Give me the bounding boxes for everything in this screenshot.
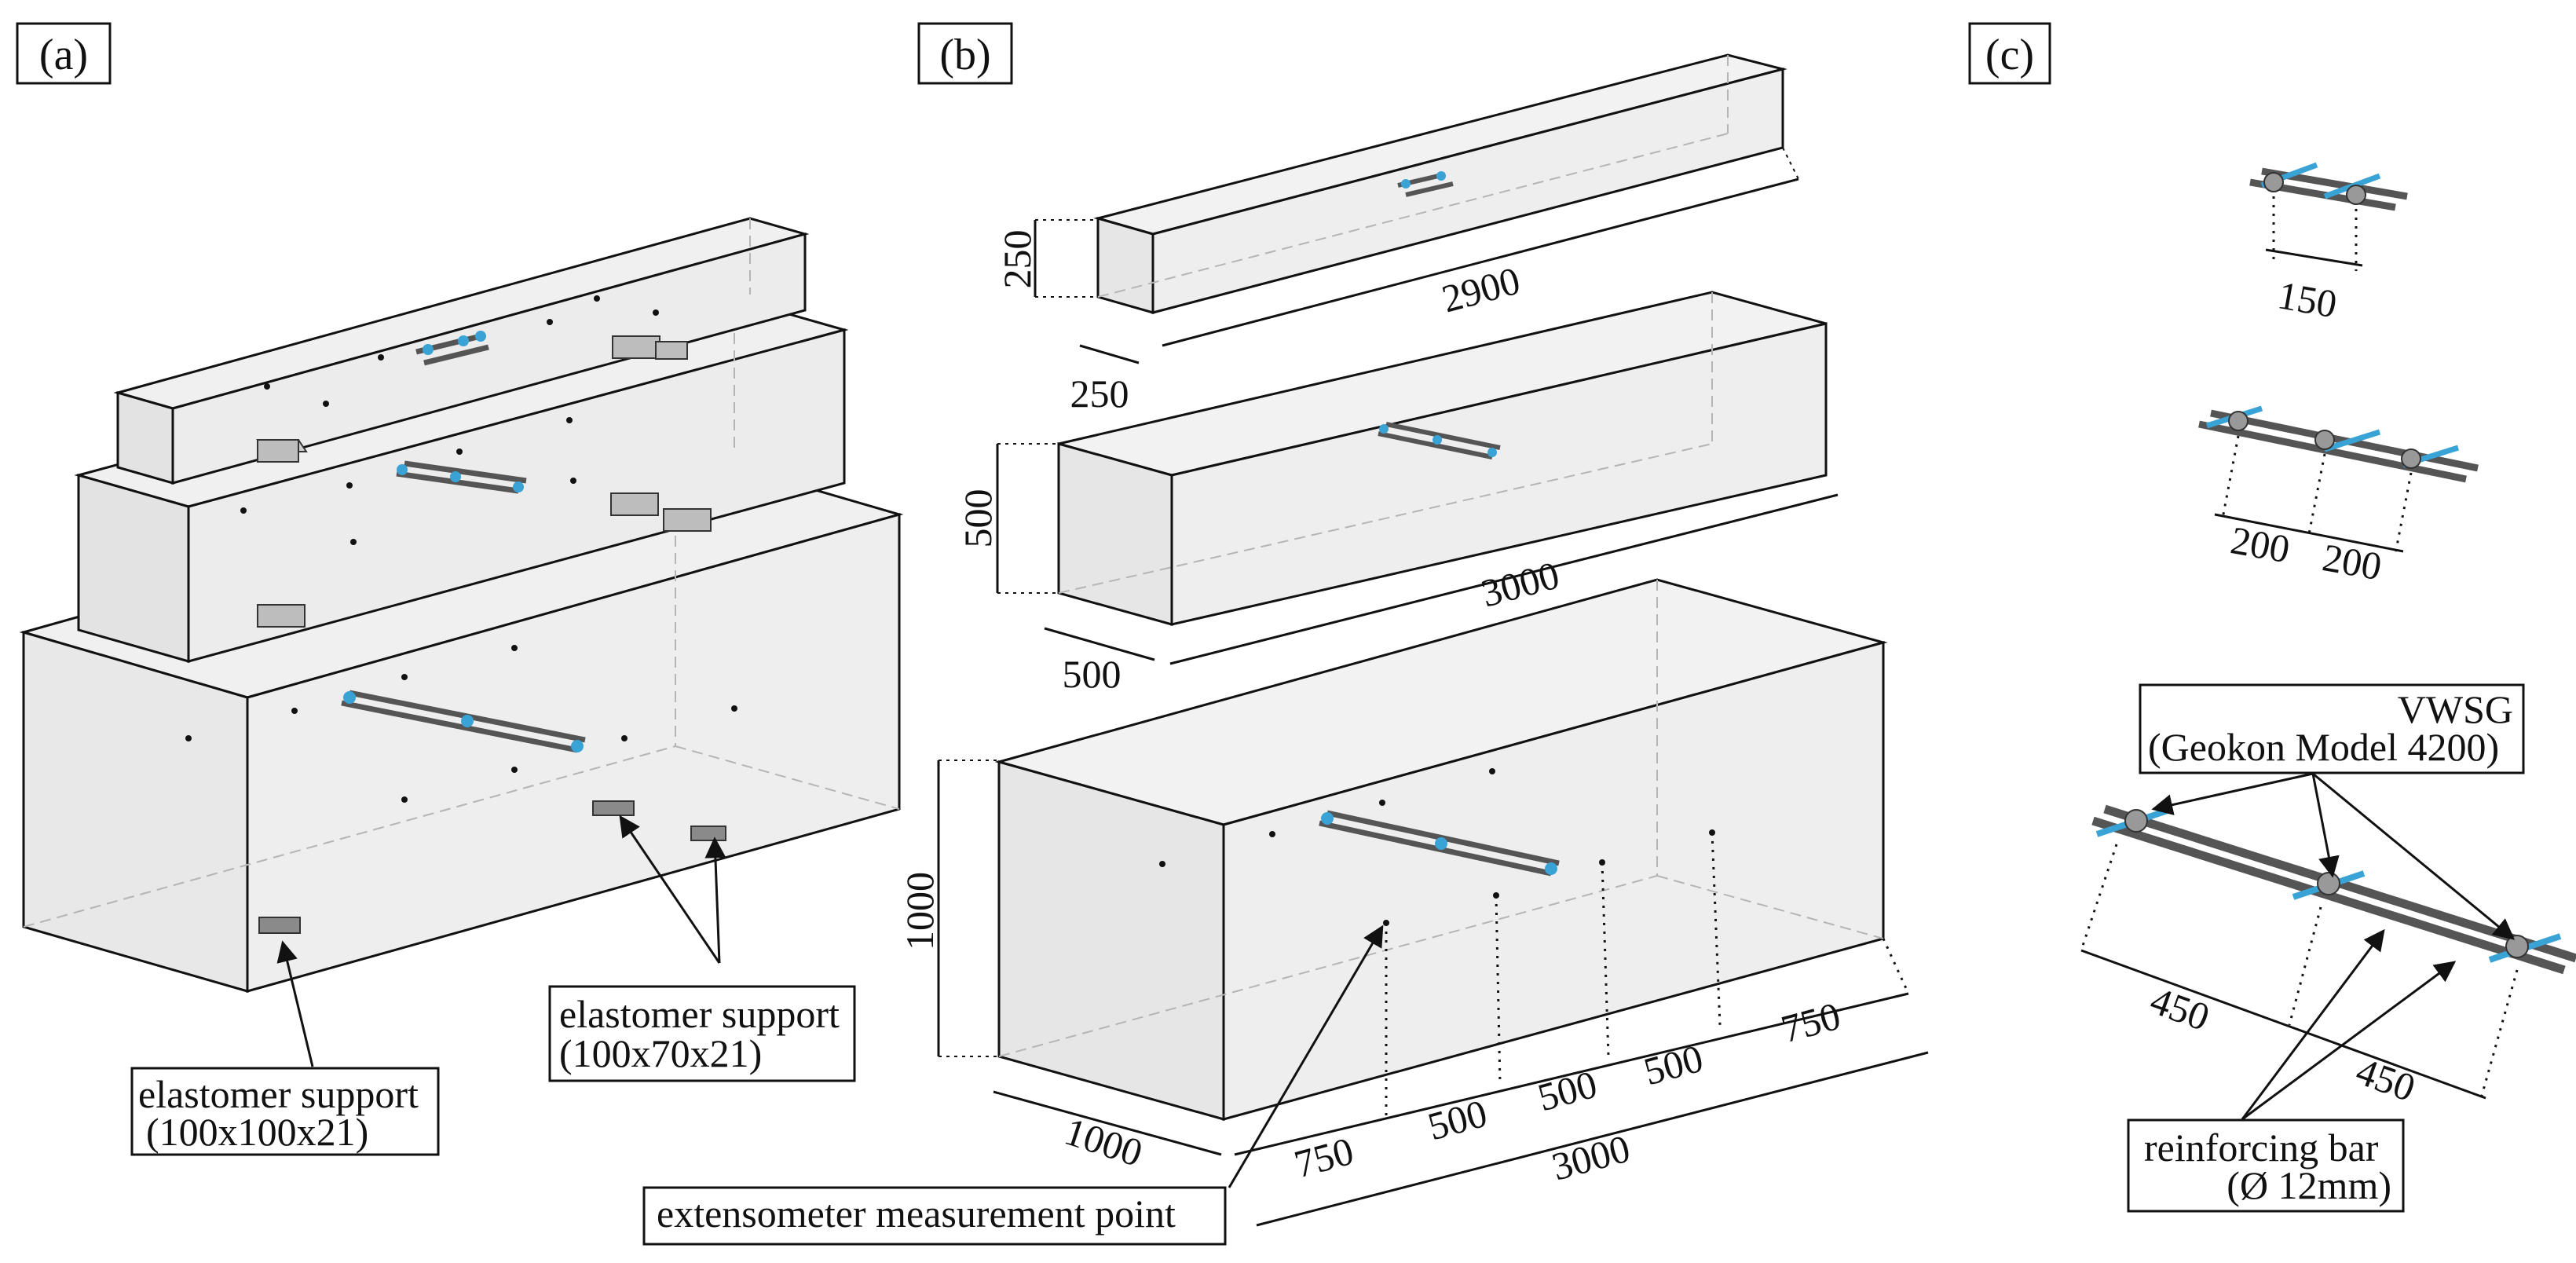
- panel-b-medium-beam: [1057, 291, 1828, 626]
- dim-large-length: 3000: [1547, 1126, 1634, 1189]
- panel-a-gauge-large: [341, 690, 586, 753]
- dim-c-200-b: 200: [2319, 535, 2385, 588]
- dim-large-segment-5: 750: [1776, 994, 1845, 1052]
- dim-large-width: 1000: [1059, 1109, 1147, 1175]
- panel-a-gauge-small: [415, 331, 489, 366]
- panel-label-c: (c): [1968, 22, 2051, 85]
- panel-c-gauge-medium: [2198, 405, 2479, 555]
- callout-small-line2: (100x70x21): [559, 1031, 762, 1075]
- dim-large-segment-4: 500: [1639, 1036, 1707, 1094]
- dim-medium-length: 3000: [1476, 553, 1564, 616]
- dim-large-segment-3: 500: [1533, 1062, 1601, 1120]
- callout-extensometer-text: extensometer measurement point: [657, 1192, 1176, 1236]
- panel-label-b: (b): [917, 22, 1013, 85]
- dim-medium-height: 500: [956, 489, 1000, 548]
- dim-small-height: 250: [995, 230, 1039, 289]
- panel-b-medium-dims: [996, 443, 1839, 665]
- dim-small-length: 2900: [1437, 258, 1524, 321]
- panel-label-b-text: (b): [939, 31, 990, 79]
- dim-medium-width: 500: [1063, 652, 1122, 696]
- panel-a-measurement-points: [185, 295, 737, 803]
- panel-b-large-beam: [994, 578, 1888, 1121]
- panel-a-gauge-medium: [396, 460, 527, 494]
- callout-vwsg-line2: (Geokon Model 4200): [2148, 725, 2499, 769]
- dim-c-200-a: 200: [2227, 518, 2293, 571]
- panel-b-large-dims: [937, 760, 1929, 1227]
- dim-c-450-a: 450: [2145, 978, 2216, 1039]
- callout-vwsg-line1: VWSG: [2398, 687, 2513, 731]
- callout-elastomer-support-small: elastomer support (100x70x21): [548, 815, 856, 1082]
- panel-b-small-dims: [1034, 147, 1799, 364]
- callout-small-line1: elastomer support: [559, 992, 840, 1036]
- dim-large-segment-1: 750: [1290, 1129, 1358, 1187]
- panel-a-supports: [256, 335, 726, 934]
- dim-c-150: 150: [2274, 273, 2340, 326]
- callout-large-line1: elastomer support: [138, 1072, 419, 1116]
- dim-large-height: 1000: [898, 872, 942, 950]
- callout-extensometer: extensometer measurement point: [642, 924, 1384, 1246]
- panel-b-small-beam: [1093, 53, 1787, 314]
- callout-reinforcing-bar: reinforcing bar (Ø 12mm): [2127, 928, 2457, 1213]
- panel-label-a-text: (a): [39, 31, 88, 79]
- panel-label-a: (a): [16, 22, 112, 85]
- panel-label-c-text: (c): [1985, 31, 2034, 79]
- dim-small-width: 250: [1070, 372, 1129, 416]
- callout-elastomer-support-large: elastomer support (100x100x21): [130, 940, 440, 1156]
- panel-a-small-beam: [113, 217, 810, 485]
- dim-c-450-b: 450: [2351, 1049, 2421, 1110]
- callout-vwsg: VWSG (Geokon Model 4200): [2139, 683, 2525, 940]
- panel-b-extensometer-lines: [1385, 832, 1910, 1115]
- dim-large-segment-2: 500: [1423, 1091, 1491, 1149]
- callout-rebar-line2: (Ø 12mm): [2227, 1163, 2391, 1207]
- panel-c-gauge-small: [2249, 162, 2408, 271]
- callout-rebar-line1: reinforcing bar: [2144, 1126, 2379, 1170]
- panel-b-large-points: [1159, 768, 1715, 926]
- callout-large-line2: (100x100x21): [146, 1110, 368, 1154]
